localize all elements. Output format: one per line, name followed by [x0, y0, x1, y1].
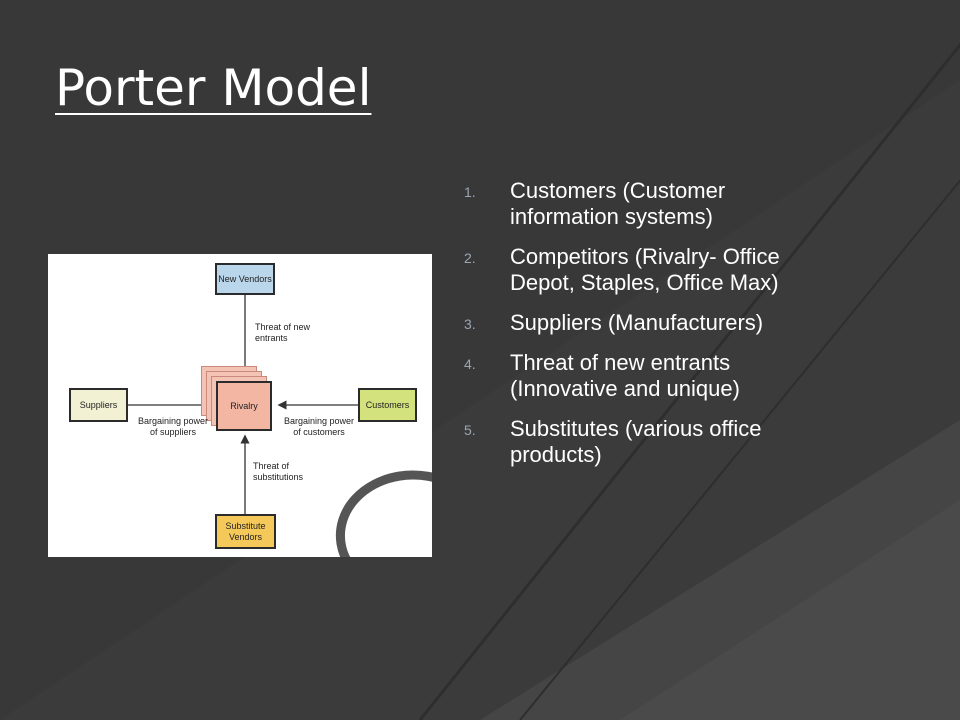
list-item: 1. Customers (Customer information syste… — [464, 178, 834, 230]
list-item: 3. Suppliers (Manufacturers) — [464, 310, 834, 336]
bargaining-customers-label: Bargaining power of customers — [283, 416, 355, 437]
substitute-vendors-label: Substitute Vendors — [225, 520, 266, 542]
bargaining-suppliers-label: Bargaining power of suppliers — [137, 416, 209, 437]
list-number: 3. — [464, 316, 476, 332]
customers-label: Customers — [365, 399, 410, 410]
list-text: Threat of new entrants (Innovative and u… — [510, 350, 740, 401]
new-vendors-label: New Vendors — [218, 273, 272, 284]
substitute-vendors-box: Substitute Vendors — [215, 514, 276, 549]
list-number: 1. — [464, 184, 476, 200]
diagram-arrows — [128, 295, 358, 514]
suppliers-label: Suppliers — [79, 399, 118, 410]
page-title: Porter Model — [55, 59, 372, 117]
list-text: Competitors (Rivalry- Office Depot, Stap… — [510, 244, 780, 295]
list-item: 4. Threat of new entrants (Innovative an… — [464, 350, 834, 402]
rivalry-box: Rivalry — [216, 381, 432, 557]
porter-diagram: New Vendors Suppliers Customers Substitu… — [48, 254, 432, 557]
list-item: 2. Competitors (Rivalry- Office Depot, S… — [464, 244, 834, 296]
cycle-icon — [335, 470, 432, 557]
threat-new-entrants-label: Threat of new entrants — [255, 322, 311, 343]
list-text: Customers (Customer information systems) — [510, 178, 726, 229]
suppliers-box: Suppliers — [69, 388, 128, 422]
list-text: Substitutes (various office products) — [510, 416, 762, 467]
list-text: Suppliers (Manufacturers) — [510, 310, 764, 335]
new-vendors-box: New Vendors — [215, 263, 275, 295]
list-number: 5. — [464, 422, 476, 438]
list-number: 4. — [464, 356, 476, 372]
numbered-list: 1. Customers (Customer information syste… — [464, 178, 834, 482]
list-number: 2. — [464, 250, 476, 266]
threat-substitutions-label: Threat of substitutions — [253, 461, 304, 482]
list-item: 5. Substitutes (various office products) — [464, 416, 834, 468]
customers-box: Customers — [358, 388, 417, 422]
rivalry-label: Rivalry — [230, 400, 258, 411]
